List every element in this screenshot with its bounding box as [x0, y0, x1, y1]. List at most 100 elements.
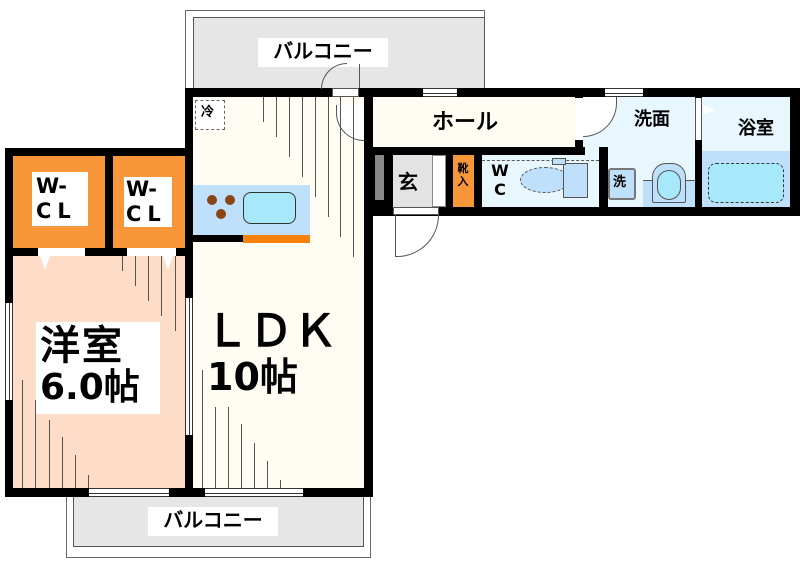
bathtub-icon	[708, 163, 784, 203]
shoe-cabinet-doors[interactable]	[432, 155, 446, 207]
wall	[457, 88, 605, 97]
floor-line	[280, 480, 281, 488]
washing-machine-label: 洗	[613, 175, 627, 190]
wall	[599, 147, 608, 215]
window-western-left[interactable]	[5, 303, 13, 400]
wall	[105, 148, 113, 255]
floor-line	[122, 256, 123, 271]
sliding-door-ldk-western[interactable]	[185, 298, 193, 435]
floor-line	[202, 370, 203, 488]
toilet-tank-icon	[563, 163, 588, 198]
closet-2-label: W- CL	[124, 177, 172, 227]
wall	[364, 88, 373, 488]
floor-line	[22, 380, 23, 488]
balcony-door[interactable]	[332, 88, 359, 97]
refrigerator-label: 冷	[201, 105, 215, 120]
ldk-size: 10帖	[207, 355, 298, 399]
ldk-name: ＬＤＫ	[205, 306, 337, 357]
wall	[303, 488, 373, 497]
entrance-door[interactable]	[393, 207, 439, 215]
wall	[575, 88, 583, 98]
wall	[364, 207, 800, 216]
western-room-size: 6.0帖	[40, 367, 140, 408]
wall-grey	[375, 155, 384, 200]
closet-2-door[interactable]	[127, 248, 176, 256]
toilet-bowl-icon	[520, 167, 570, 193]
shoe-cabinet	[453, 155, 474, 207]
floor-line	[263, 97, 264, 122]
entrance-door-swing	[395, 215, 439, 257]
shoe-cabinet-label: 靴 入	[457, 162, 469, 188]
floor-line	[175, 256, 176, 331]
balcony-top-label: バルコニー	[258, 38, 388, 67]
floor-line	[289, 97, 290, 157]
wall	[695, 140, 702, 215]
wall	[790, 88, 800, 215]
kitchen-cabinet	[243, 235, 310, 243]
floor-line	[148, 256, 149, 301]
toilet-label: W C	[491, 161, 509, 199]
wall	[85, 248, 127, 256]
floor-line	[161, 256, 162, 316]
bath-door-flag	[703, 105, 715, 115]
floor-line	[62, 437, 63, 488]
floor-line	[135, 256, 136, 286]
western-room-name: 洋室	[40, 323, 124, 369]
floor-line	[315, 97, 316, 197]
hall-label: ホール	[432, 110, 499, 135]
floor-line	[267, 461, 268, 488]
floor-line	[215, 407, 216, 488]
toilet-tank-lid	[552, 158, 566, 165]
burner-icon	[225, 195, 235, 205]
burner-icon	[207, 195, 217, 205]
floor-line	[49, 420, 50, 488]
closet-1-door-marker	[40, 256, 50, 270]
balcony-bottom-label: バルコニー	[148, 507, 278, 536]
bathroom-label: 浴室	[738, 118, 774, 139]
window-washroom[interactable]	[605, 88, 643, 97]
wall	[185, 88, 193, 298]
vanity-basin-inner	[657, 170, 681, 200]
window-ldk-bottom[interactable]	[205, 488, 303, 497]
wall	[185, 435, 193, 490]
closet-1-label: W- CL	[32, 172, 88, 226]
closet-1-door[interactable]	[38, 248, 85, 256]
closet-2-door-marker	[163, 256, 173, 270]
bath-door[interactable]	[695, 98, 702, 140]
window-hall[interactable]	[423, 88, 457, 97]
floor-line	[254, 443, 255, 488]
wall	[5, 148, 193, 156]
wall	[5, 400, 13, 497]
hall-room	[372, 97, 575, 147]
ldk-room	[192, 95, 364, 488]
wall	[193, 235, 243, 242]
entrance-label: 玄	[398, 170, 418, 194]
balcony-door-leaf	[359, 64, 360, 88]
wall	[5, 248, 38, 256]
wall	[643, 88, 800, 97]
western-room-label: 洋室 6.0帖	[36, 322, 160, 414]
wall	[695, 88, 702, 98]
floor-line	[75, 455, 76, 488]
wall	[5, 488, 89, 497]
floor-line	[88, 475, 89, 488]
washroom-label: 洗面	[634, 109, 670, 130]
wall	[474, 147, 482, 215]
wall	[359, 88, 423, 97]
wall	[5, 148, 13, 303]
floor-line	[276, 97, 277, 137]
burner-icon	[216, 209, 226, 219]
wall	[169, 488, 205, 497]
ldk-label: ＬＤＫ 10帖	[205, 310, 355, 410]
washing-machine-space	[608, 168, 636, 200]
window-western-bottom[interactable]	[89, 488, 169, 497]
floor-line	[228, 407, 229, 488]
floor-line	[353, 97, 354, 257]
floor-line	[302, 97, 303, 177]
floor-line	[340, 97, 341, 237]
floor-line	[241, 424, 242, 488]
floor-line	[328, 97, 329, 217]
wall	[446, 147, 453, 215]
floor-line	[35, 400, 36, 488]
wall	[176, 248, 193, 256]
